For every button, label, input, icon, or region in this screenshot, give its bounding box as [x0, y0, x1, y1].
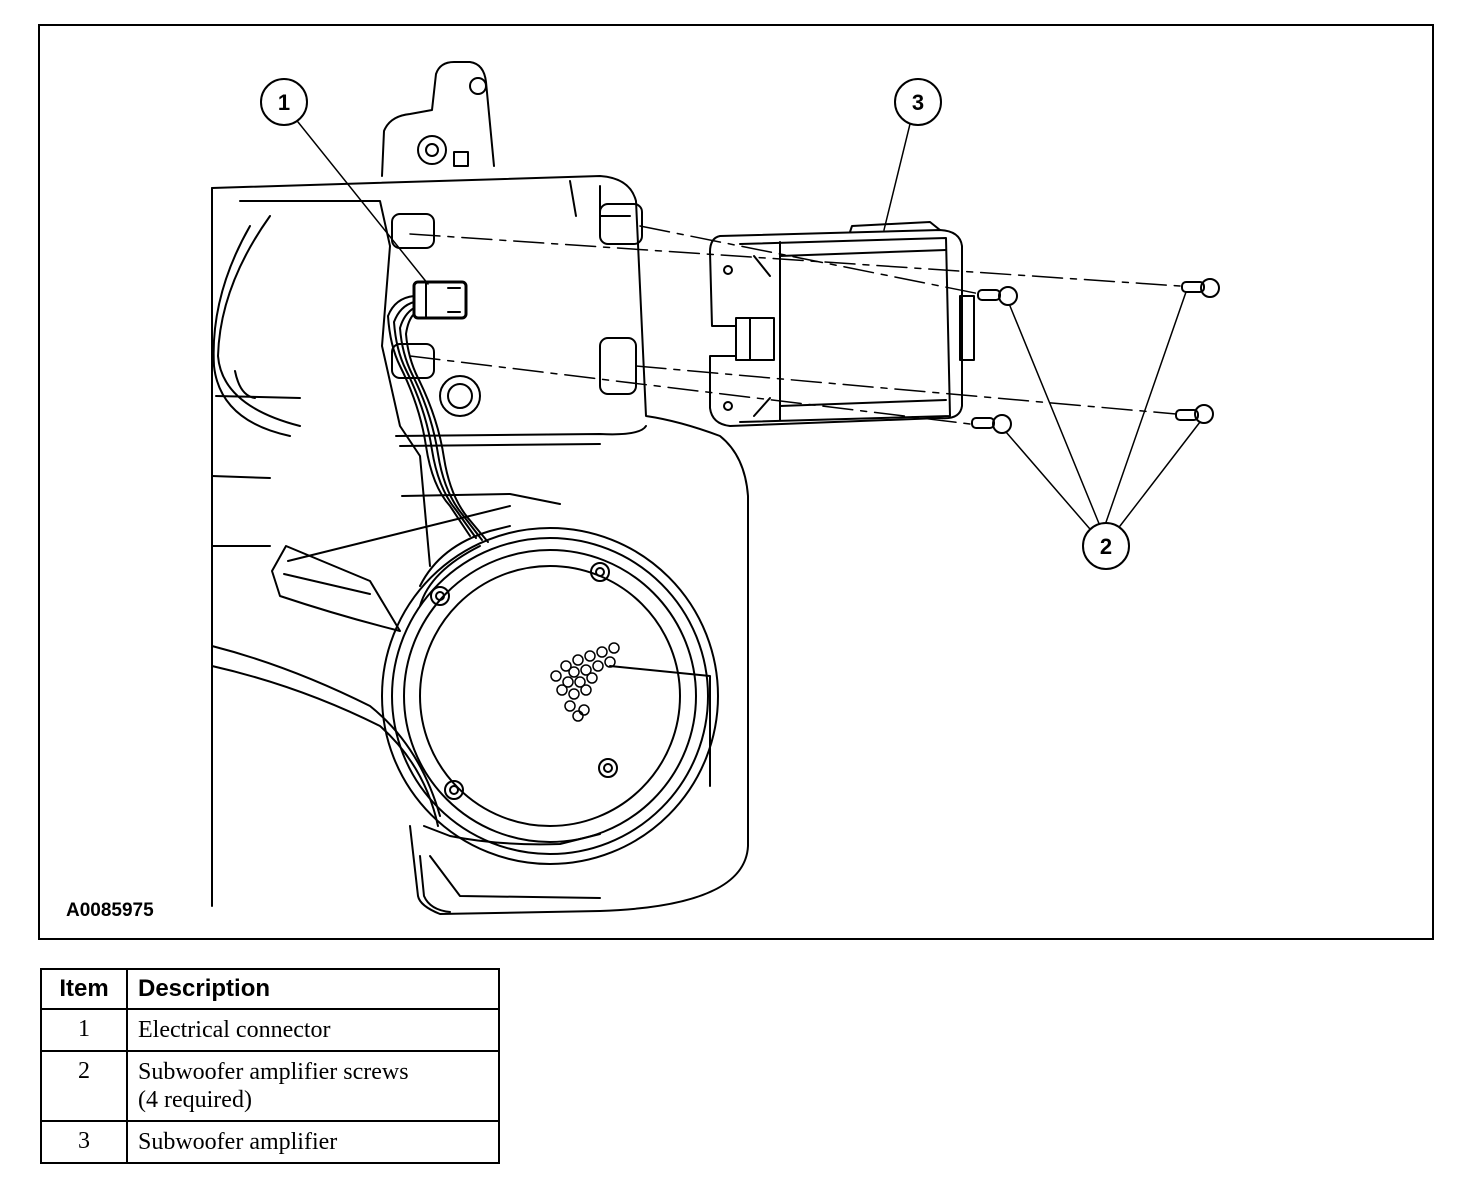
- item-number: 2: [40, 1050, 128, 1122]
- callout-2-label: 2: [1100, 534, 1112, 559]
- screw-icon: [1175, 404, 1214, 424]
- table-row: 1 Electrical connector: [40, 1008, 500, 1052]
- item-number: 3: [40, 1120, 128, 1164]
- figure-frame: 1 3 2 A0085975: [38, 24, 1434, 940]
- item-header: Item: [40, 968, 128, 1010]
- item-description: Electrical connector: [126, 1008, 500, 1052]
- subwoofer-amplifier: [709, 221, 975, 427]
- leader-lines: [297, 121, 1201, 537]
- legend-header-row: Item Description: [40, 968, 500, 1010]
- electrical-connector: [387, 280, 489, 543]
- screw-icon: [977, 286, 1018, 306]
- amplifier-screws: [971, 278, 1220, 434]
- description-line: Subwoofer amplifier: [138, 1129, 338, 1155]
- item-description: Subwoofer amplifier screws (4 required): [126, 1050, 500, 1122]
- callout-3-label: 3: [912, 90, 924, 115]
- figure-id: A0085975: [66, 900, 154, 921]
- callout-1: 1: [260, 78, 308, 126]
- screw-icon: [1181, 278, 1220, 298]
- subwoofer-speaker: [381, 525, 719, 865]
- callout-3: 3: [894, 78, 942, 126]
- description-line: Subwoofer amplifier screws: [138, 1059, 409, 1085]
- callout-1-label: 1: [278, 90, 290, 115]
- table-row: 2 Subwoofer amplifier screws (4 required…: [40, 1050, 500, 1122]
- exploded-view-drawing: 1 3 2: [211, 61, 1220, 915]
- description-line: (4 required): [138, 1087, 252, 1113]
- description-header: Description: [126, 968, 500, 1010]
- description-line: Electrical connector: [138, 1017, 331, 1043]
- screw-icon: [971, 414, 1012, 434]
- alignment-lines: [409, 225, 1181, 425]
- item-description: Subwoofer amplifier: [126, 1120, 500, 1164]
- callout-2: 2: [1082, 522, 1130, 570]
- console-housing: [211, 175, 749, 915]
- mounting-tab: [381, 61, 495, 177]
- legend-table: Item Description 1 Electrical connector …: [40, 968, 500, 1164]
- table-row: 3 Subwoofer amplifier: [40, 1120, 500, 1164]
- item-number: 1: [40, 1008, 128, 1052]
